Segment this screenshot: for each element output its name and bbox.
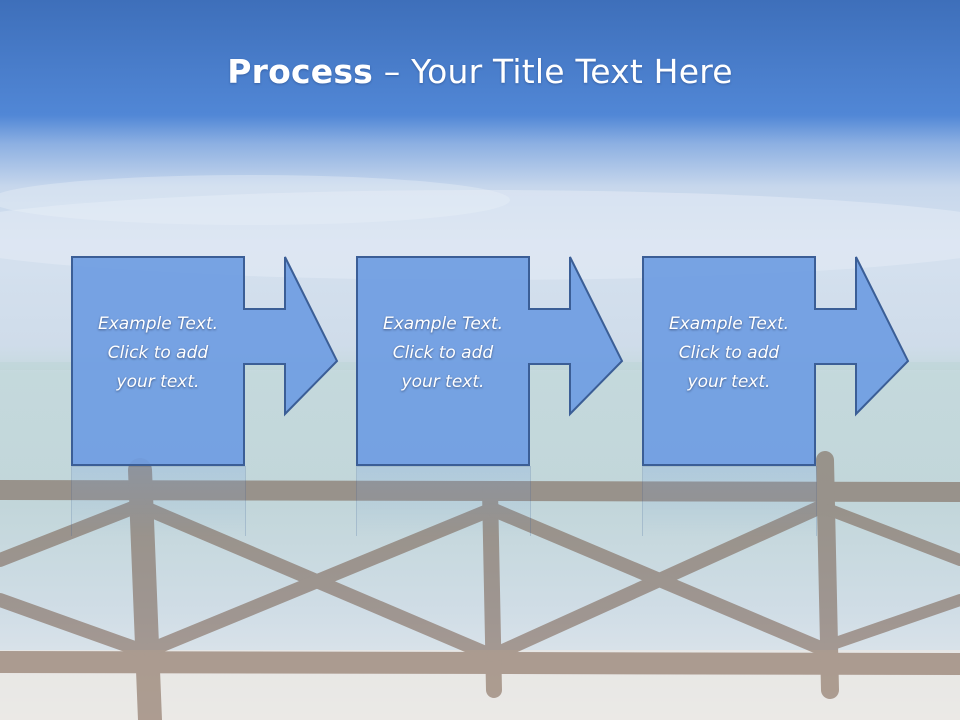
slide-title[interactable]: Process – Your Title Text Here (0, 52, 960, 91)
step-3-line-2: Click to add (678, 343, 780, 363)
title-bold-text: Process (227, 52, 374, 91)
step-3-line-1: Example Text. (668, 314, 790, 334)
step-1-reflection (71, 466, 246, 536)
arrow-box-shape (356, 256, 624, 466)
step-1-line-2: Click to add (107, 343, 209, 363)
title-rest-text: – Your Title Text Here (373, 52, 733, 91)
step-1-line-1: Example Text. (97, 314, 219, 334)
step-2-reflection (356, 466, 531, 536)
arrow-box-shape (71, 256, 339, 466)
step-2-line-1: Example Text. (382, 314, 504, 334)
step-3-line-3: your text. (687, 372, 771, 392)
step-2-line-3: your text. (401, 372, 485, 392)
step-3-reflection (642, 466, 817, 536)
step-1-text[interactable]: Example Text. Click to add your text. (79, 310, 237, 397)
step-3-text[interactable]: Example Text. Click to add your text. (650, 310, 808, 397)
process-step-2[interactable]: Example Text. Click to add your text. (356, 256, 626, 466)
step-1-line-3: your text. (116, 372, 200, 392)
arrow-box-shape (642, 256, 910, 466)
process-step-1[interactable]: Example Text. Click to add your text. (71, 256, 341, 466)
step-2-text[interactable]: Example Text. Click to add your text. (364, 310, 522, 397)
process-step-3[interactable]: Example Text. Click to add your text. (642, 256, 912, 466)
fence-decoration (0, 451, 960, 720)
step-2-line-2: Click to add (392, 343, 494, 363)
